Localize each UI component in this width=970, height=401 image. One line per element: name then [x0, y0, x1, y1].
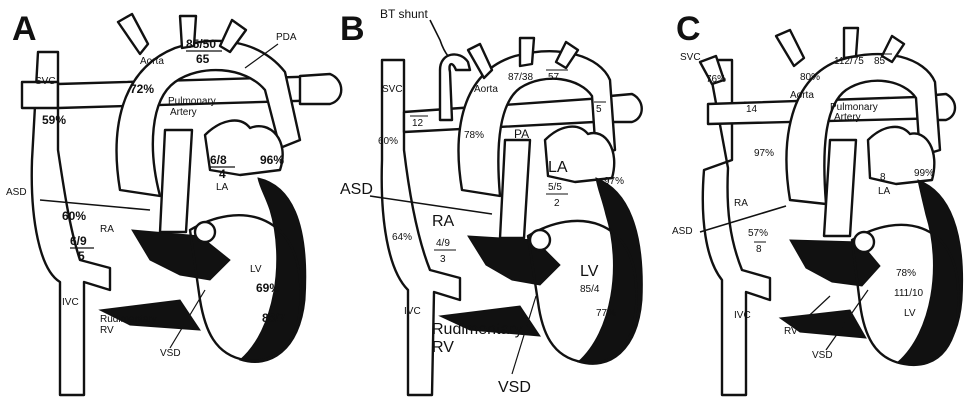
- label-pa-1-a: Pulmonary: [168, 96, 216, 107]
- head-vessel-c1: [776, 30, 804, 66]
- ventricle-wall-a: [100, 178, 306, 363]
- label-ra-sat-top-b: 78%: [464, 130, 484, 141]
- label-rv-1-a: Rudimentary: [100, 314, 157, 325]
- pulmonary-trunk-c: [824, 140, 856, 236]
- valve-a: [195, 222, 215, 242]
- valve-b: [530, 230, 550, 250]
- panel-a: A SVC 59% 72% Aorta 85/50 65 PDA Pulmona…: [6, 10, 341, 395]
- label-svc-a: SVC: [35, 76, 56, 87]
- label-ivc-b: IVC: [404, 306, 421, 317]
- label-la-pressure-c: 8: [880, 172, 886, 183]
- label-vsd-a: VSD: [160, 348, 181, 359]
- label-svc-sat-a: 59%: [42, 113, 66, 127]
- label-ra-pressure-c: 8: [756, 244, 762, 255]
- label-ra-sat-top-c: 97%: [754, 148, 774, 159]
- panel-letter-b: B: [340, 10, 365, 48]
- label-svc-sat-b: 60%: [378, 136, 398, 147]
- label-vsd-c: VSD: [812, 350, 833, 361]
- label-ra-pressure-top-a: 6/9: [70, 234, 87, 248]
- label-pv-sat-c: 99%: [914, 168, 934, 179]
- label-pa-b: PA: [514, 127, 529, 141]
- label-asd-b: ASD: [340, 181, 373, 198]
- panel-letter-c: C: [676, 10, 701, 48]
- label-aortic-pressure-right-c: 85: [874, 56, 886, 67]
- label-ra-pressure-bottom-a: 5: [78, 249, 85, 263]
- label-pa-2-c: Artery: [834, 112, 861, 123]
- pulmonary-trunk-a: [160, 130, 192, 232]
- label-asd-c: ASD: [672, 226, 693, 237]
- label-la-pressure-top-a: 6/8: [210, 153, 227, 167]
- label-ivc-a: IVC: [62, 297, 79, 308]
- label-ra-sat-a: 60%: [62, 209, 86, 223]
- label-rv-2-a: RV: [100, 325, 114, 336]
- label-ra-sat-top-a: 72%: [130, 82, 154, 96]
- label-pda-a: PDA: [276, 32, 297, 43]
- label-ra-a: RA: [100, 224, 114, 235]
- label-la-c: LA: [878, 186, 891, 197]
- label-aortic-sat-c: 80%: [800, 72, 820, 83]
- label-svc-c: SVC: [680, 52, 701, 63]
- label-pv-sat-a: 96%: [260, 153, 284, 167]
- label-pa-pressure-b: 5: [596, 104, 602, 115]
- label-lv-pressure-a: 86/7: [262, 311, 286, 325]
- label-la-b: LA: [548, 159, 568, 176]
- label-vsd-b: VSD: [498, 379, 531, 396]
- label-ra-pressure-top-b: 4/9: [436, 238, 450, 249]
- pa-right-end-a: [300, 74, 341, 104]
- label-aortic-pressure-top-a: 85/50: [186, 37, 216, 51]
- label-aortic-pressure-left-c: 112/75: [834, 56, 864, 67]
- label-lv-pressure-c: 111/10: [894, 288, 924, 299]
- head-vessel-c2: [844, 28, 858, 58]
- label-ra-sat-c: 57%: [748, 228, 768, 239]
- label-lv-a: LV: [250, 264, 262, 275]
- label-lv-c: LV: [904, 308, 916, 319]
- label-aortic-pressure-right-b: 57: [548, 72, 560, 83]
- label-aortic-pressure-left-b: 87/38: [508, 72, 533, 83]
- label-lv-b: LV: [580, 263, 599, 280]
- label-la-a: LA: [216, 182, 229, 193]
- head-vessel-b2: [520, 38, 534, 66]
- label-svc-pressure-c: 14: [746, 104, 758, 115]
- label-ra-c: RA: [734, 198, 748, 209]
- label-pv-sat-b: 97%: [604, 176, 624, 187]
- label-asd-a: ASD: [6, 187, 27, 198]
- label-la-pressure-bottom-b: 2: [554, 198, 560, 209]
- label-lv-sat-a: 69%: [256, 281, 280, 295]
- label-ra-pressure-bottom-b: 3: [440, 254, 446, 265]
- label-svc-pressure-b: 12: [412, 118, 424, 129]
- label-aorta-a: Aorta: [140, 56, 164, 67]
- label-ra-sat-b: 64%: [392, 232, 412, 243]
- ventricle-wall-c: [780, 180, 963, 364]
- label-lv-pressure-b: 85/4: [580, 284, 600, 295]
- panel-c: C SVC 76% 80% 112/75 85 14 Aorta Pulmona…: [672, 10, 963, 395]
- label-pa-2-a: Artery: [170, 107, 197, 118]
- label-lv-sat-c: 78%: [896, 268, 916, 279]
- label-rv-2-b: RV: [432, 339, 454, 356]
- label-bt-shunt-b: BT shunt: [380, 7, 428, 21]
- valve-c: [854, 232, 874, 252]
- label-aortic-pressure-bottom-a: 65: [196, 52, 210, 66]
- label-svc-sat-c: 76%: [706, 74, 726, 85]
- label-ivc-c: IVC: [734, 310, 751, 321]
- label-rv-c: RV: [784, 326, 798, 337]
- label-ra-b: RA: [432, 213, 455, 230]
- head-vessel-a1: [118, 14, 148, 54]
- label-lv-sat-b: 77%: [596, 308, 616, 319]
- label-aorta-c: Aorta: [790, 90, 814, 101]
- label-rv-1-b: Rudimentary: [432, 321, 523, 338]
- head-vessel-b1: [468, 44, 492, 78]
- pulmonary-trunk-b: [500, 140, 530, 238]
- panel-letter-a: A: [12, 10, 37, 48]
- label-svc-b: SVC: [382, 84, 403, 95]
- label-la-pressure-top-b: 5/5: [548, 182, 562, 193]
- panel-b: B BT shunt SVC Aorta 87/38 57 12 5 60% 7…: [340, 7, 642, 396]
- label-aorta-b: Aorta: [474, 84, 498, 95]
- pa-right-end-b: [610, 94, 642, 122]
- label-la-pressure-bottom-a: 4: [219, 167, 226, 181]
